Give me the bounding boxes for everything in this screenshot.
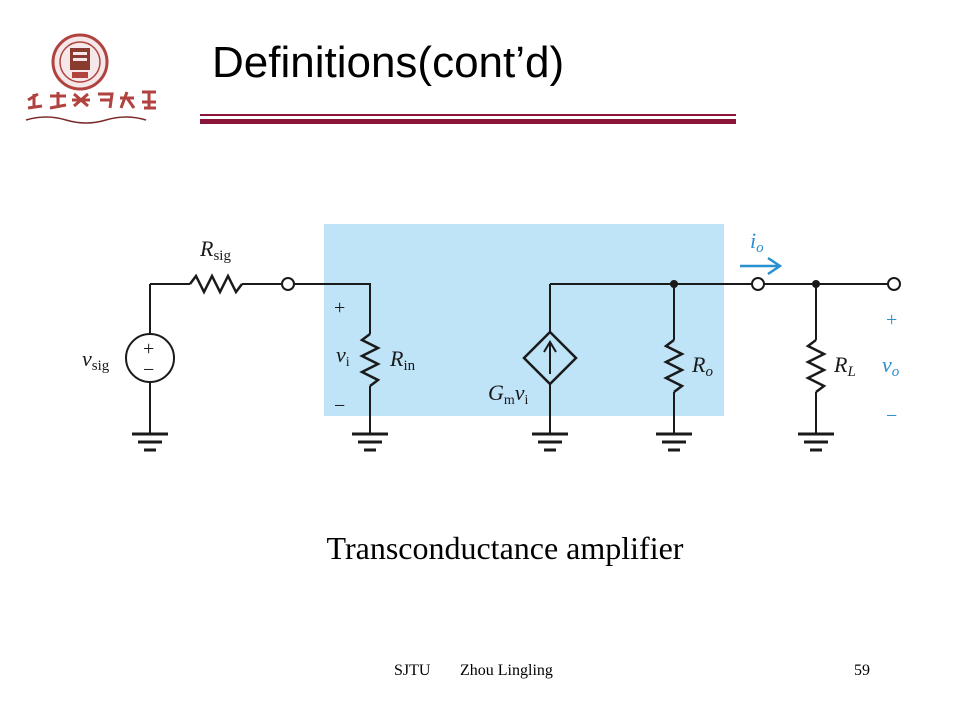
label-vi: vi <box>336 342 350 370</box>
source-minus-sign: − <box>143 359 154 381</box>
output-minus-sign: − <box>886 405 897 427</box>
label-ro: Ro <box>691 352 713 380</box>
label-gm-vi: Gmvi <box>488 380 529 408</box>
current-source-arrow-icon <box>543 340 557 374</box>
label-rsig: Rsig <box>199 236 231 264</box>
input-plus-sign: + <box>334 297 345 319</box>
amplifier-box <box>324 224 724 416</box>
resistor-rin <box>359 333 381 387</box>
footer-institution: SJTU <box>394 662 431 679</box>
label-rin: Rin <box>389 346 416 374</box>
transconductance-amplifier-circuit: Rsig vsig + − + vi − Rin Gmvi Ro RL io +… <box>82 224 901 452</box>
output-plus-sign: + <box>886 309 897 331</box>
slide-title: Definitions(cont’d) <box>212 38 565 87</box>
university-name-calligraphy <box>25 90 156 124</box>
voltage-source-vsig <box>125 333 175 383</box>
resistor-rl <box>805 339 827 393</box>
source-plus-sign: + <box>143 338 154 360</box>
input-terminal <box>281 277 295 291</box>
resistor-ro <box>663 339 685 393</box>
resistor-rsig <box>189 273 243 295</box>
university-seal <box>51 33 109 91</box>
label-vsig: vsig <box>82 346 110 374</box>
label-vo: vo <box>882 352 900 380</box>
university-logo <box>25 33 156 124</box>
output-terminal-mid <box>751 277 765 291</box>
output-terminal-right <box>887 277 901 291</box>
label-rl: RL <box>833 352 856 380</box>
diagram-caption: Transconductance amplifier <box>326 530 684 566</box>
page-number: 59 <box>854 662 870 679</box>
junction-dot <box>812 280 820 288</box>
title-divider-thin <box>200 114 736 116</box>
label-io: io <box>750 228 764 256</box>
junction-dot <box>670 280 678 288</box>
input-minus-sign: − <box>334 395 345 417</box>
footer-author: Zhou Lingling <box>460 662 553 679</box>
wire-input-to-rin <box>294 283 371 334</box>
output-current-arrow-icon <box>740 256 783 276</box>
title-divider-thick <box>200 119 736 124</box>
ground-symbol <box>132 432 834 452</box>
